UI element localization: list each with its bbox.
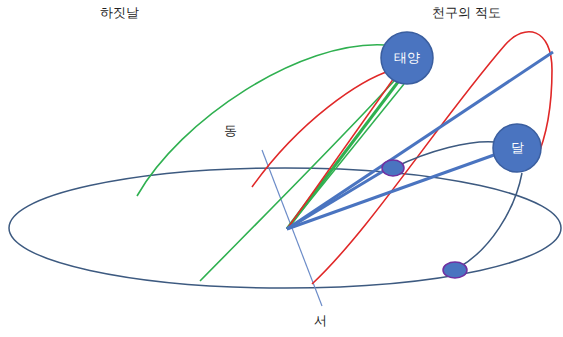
moon-ray (287, 155, 494, 229)
circle-shape (493, 124, 541, 172)
moon-path (458, 173, 522, 268)
moon-path (393, 142, 495, 168)
diagram-title: 하짓날 (98, 6, 141, 20)
equator-ray (287, 78, 394, 229)
moon-circle: 달 (492, 123, 542, 173)
circle-shape (381, 32, 433, 84)
direction-label: 동 (222, 124, 239, 138)
ray-line (287, 170, 385, 229)
equator-label: 천구의 적도 (430, 6, 503, 20)
sun-circle: 태양 (380, 31, 434, 85)
equator-path (252, 70, 392, 187)
direction-label: 서 (312, 314, 329, 328)
moon-marker (382, 160, 404, 176)
horizon-ellipse (9, 168, 561, 288)
sun-path (200, 80, 395, 281)
moon-marker (443, 262, 467, 278)
sun-path (137, 45, 385, 196)
sun-ray (287, 82, 398, 229)
node-label: 달 (511, 141, 524, 155)
equator-path (312, 32, 552, 284)
node-label: 태양 (394, 51, 420, 65)
